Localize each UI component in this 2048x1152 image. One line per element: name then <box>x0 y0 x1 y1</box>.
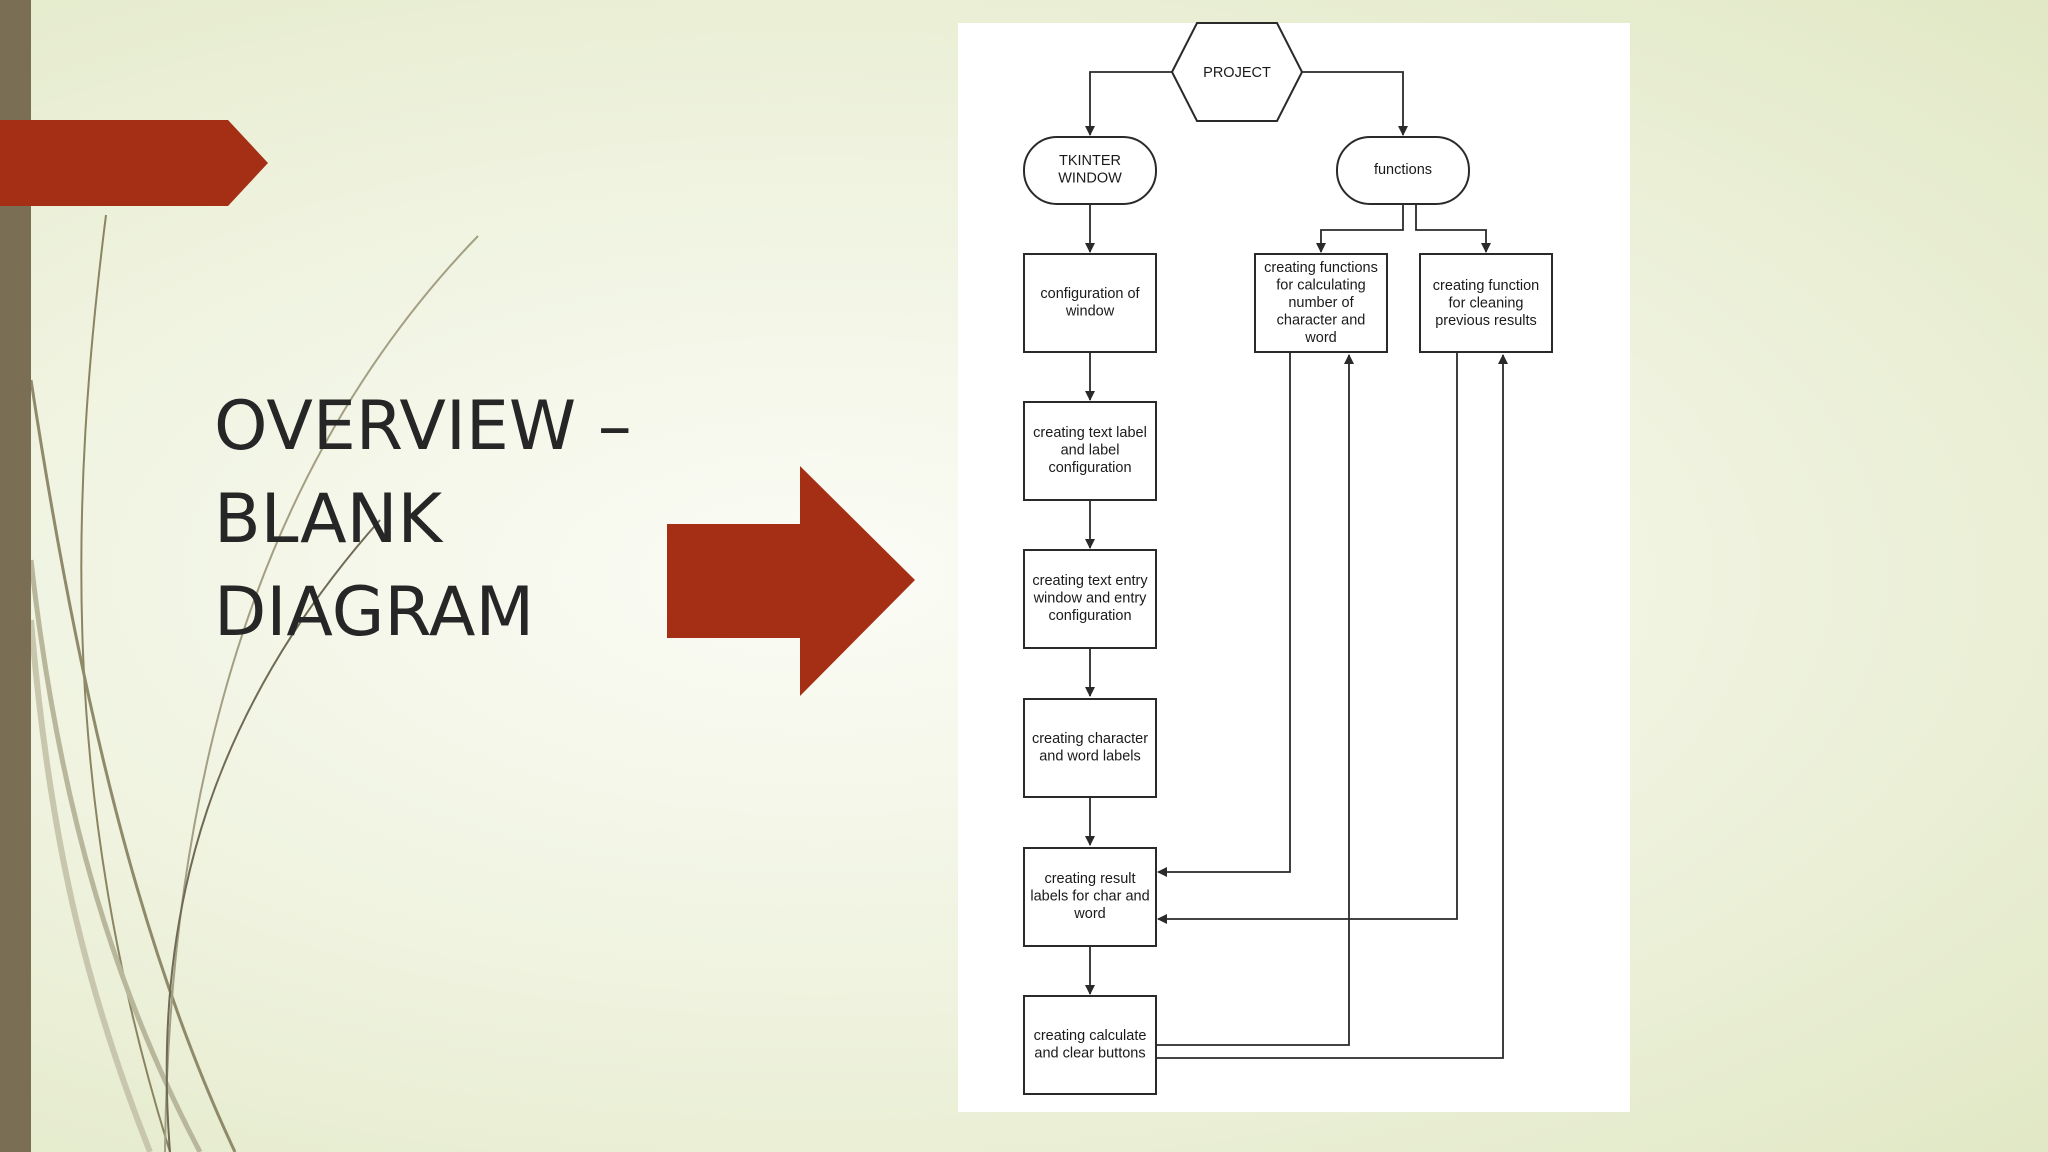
label-line: TKINTER <box>1059 153 1121 169</box>
label-line: word <box>1073 906 1105 922</box>
label-line: creating calculate <box>1034 1028 1147 1044</box>
edge-functions-to-clean <box>1415 204 1491 253</box>
node-tkinter-window: TKINTER WINDOW <box>1023 136 1157 205</box>
node-tkinter-window-label: TKINTER WINDOW <box>1058 153 1122 187</box>
edge-functions-to-calc <box>1316 204 1404 253</box>
label-line: configuration <box>1048 608 1131 624</box>
label-line: configuration <box>1048 460 1131 476</box>
pointer-arrow <box>667 466 915 696</box>
label-line: previous results <box>1435 313 1537 329</box>
slide-title: OVERVIEW – BLANK DIAGRAM <box>214 387 632 652</box>
node-configuration-of-window-label: configuration of window <box>1040 286 1140 320</box>
node-character-word-labels: creating character and word labels <box>1023 698 1157 798</box>
decorative-curve <box>29 379 237 1152</box>
label-line: PROJECT <box>1203 65 1271 81</box>
label-line: window and entry <box>1033 591 1148 607</box>
label-line: functions <box>1374 162 1432 178</box>
label-line: for calculating <box>1276 278 1365 294</box>
title-tab-arrow <box>0 120 268 206</box>
label-line: window <box>1065 304 1115 320</box>
node-project-label: PROJECT <box>1203 65 1271 81</box>
decorative-curve <box>165 519 381 1152</box>
edge-buttons-to-clean <box>1157 354 1508 1059</box>
node-project: PROJECT <box>1170 22 1304 122</box>
label-line: and clear buttons <box>1034 1046 1145 1062</box>
node-configuration-of-window: configuration of window <box>1023 253 1157 353</box>
label-line: and word labels <box>1039 749 1141 765</box>
label-line: character and <box>1277 313 1366 329</box>
node-calculate-clear-buttons: creating calculate and clear buttons <box>1023 995 1157 1095</box>
node-calculate-clear-buttons-label: creating calculate and clear buttons <box>1034 1028 1147 1062</box>
label-line: and label <box>1061 443 1120 459</box>
label-line: word <box>1304 330 1336 346</box>
edge-project-to-tkinter <box>1085 71 1172 136</box>
label-line: creating result <box>1044 871 1135 887</box>
label-line: creating text label <box>1033 425 1147 441</box>
edge-project-to-functions <box>1302 71 1408 136</box>
edge-buttons-to-calc <box>1157 354 1354 1046</box>
label-line: labels for char and <box>1030 889 1149 905</box>
label-line: WINDOW <box>1058 171 1122 187</box>
decorative-curve <box>164 235 479 1152</box>
label-line: creating text entry <box>1032 573 1148 589</box>
node-functions: functions <box>1336 136 1470 205</box>
decorative-curve <box>28 619 153 1152</box>
node-functions-label: functions <box>1374 162 1432 178</box>
label-line: number of <box>1288 295 1354 311</box>
edge-calc-to-result <box>1157 352 1291 877</box>
edge-clean-to-result <box>1157 352 1458 924</box>
label-line: for cleaning <box>1449 296 1524 312</box>
label-line: creating function <box>1433 278 1539 294</box>
node-character-word-labels-label: creating character and word labels <box>1032 731 1148 765</box>
label-line: creating character <box>1032 731 1148 747</box>
label-line: creating functions <box>1264 260 1378 276</box>
label-line: configuration of <box>1040 286 1140 302</box>
